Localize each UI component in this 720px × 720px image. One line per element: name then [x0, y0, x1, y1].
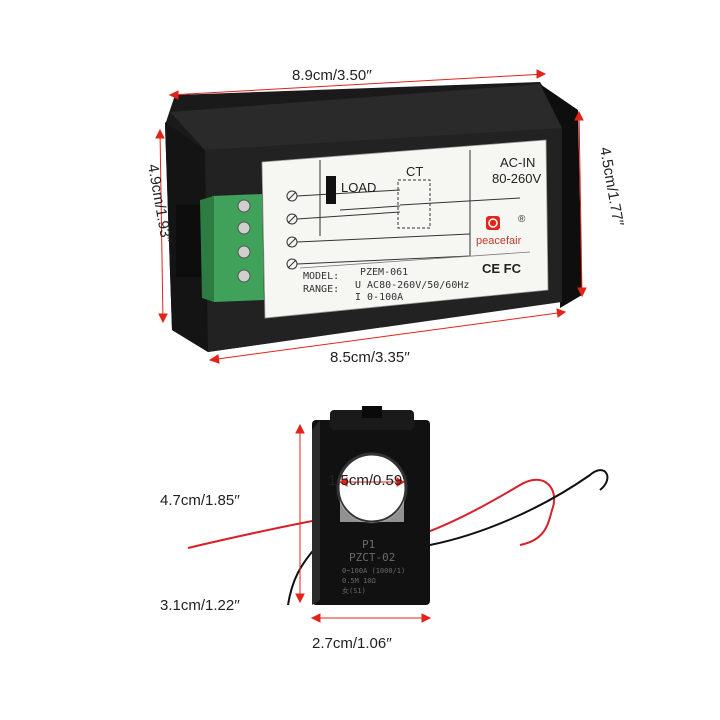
ct-label: CT	[406, 164, 423, 179]
range-u: U AC80-260V/50/60Hz	[355, 280, 469, 291]
ct-sensor: P1 PZCT-02 0~100A (1000/1) 0.5M 10Ω 女(S1…	[187, 406, 609, 606]
terminal-screw	[237, 221, 251, 235]
ct-line-3: 0~100A (1000/1)	[342, 567, 405, 575]
ct-dimension-lines	[295, 423, 432, 623]
red-wire-left	[187, 519, 319, 549]
model-value: PZEM-061	[360, 267, 408, 278]
load-label: LOAD	[341, 180, 376, 195]
registered-mark: ®	[518, 214, 526, 225]
label-divider	[299, 251, 531, 269]
model-key: MODEL:	[303, 271, 339, 282]
ct-height-label: 4.7cm/1.85′′	[160, 492, 240, 509]
meter-dimension-lines	[155, 69, 587, 364]
ct-line-2: PZCT-02	[349, 551, 395, 564]
wiring-diagram	[286, 150, 521, 270]
terminal-screw	[237, 269, 251, 283]
ct-width-label: 2.7cm/1.06′′	[312, 635, 392, 652]
ct-side-shading	[312, 420, 320, 605]
meter-height-right-label: 4.5cm/1.77′′	[596, 146, 627, 228]
ct-aperture-shadow	[340, 500, 404, 523]
ct-top-notch	[362, 406, 382, 418]
range-key: RANGE:	[303, 284, 339, 295]
ct-hole-label: 1.5cm/0.59′′	[328, 472, 408, 489]
ct-lower-label: 3.1cm/1.22′′	[160, 597, 240, 614]
ct-line-4: 0.5M 10Ω	[342, 577, 376, 585]
ac-in-label: AC-IN	[500, 155, 535, 170]
terminal-screw	[237, 245, 251, 259]
red-wire	[424, 478, 556, 546]
voltage-label: 80-260V	[492, 171, 541, 186]
meter-depth-label: 8.5cm/3.35′′	[330, 349, 410, 366]
certification-marks: CE FC	[482, 261, 522, 276]
panel-meter: LOAD CT AC-IN 80-260V peacefair ® CE FC …	[165, 82, 582, 352]
ct-top-clip	[330, 410, 414, 430]
ct-line-1: P1	[362, 538, 375, 551]
load-symbol	[326, 176, 336, 204]
brand-logo: peacefair ®	[476, 214, 526, 247]
brand-name: peacefair	[476, 235, 522, 247]
terminal-block	[200, 194, 264, 302]
terminal-screw	[237, 199, 251, 213]
meter-front-bezel	[540, 84, 582, 308]
black-wire	[429, 469, 609, 546]
ct-line-5: 女(S1)	[342, 586, 366, 595]
meter-width-label: 8.9cm/3.50′′	[292, 67, 372, 84]
range-i: I 0-100A	[355, 292, 403, 303]
